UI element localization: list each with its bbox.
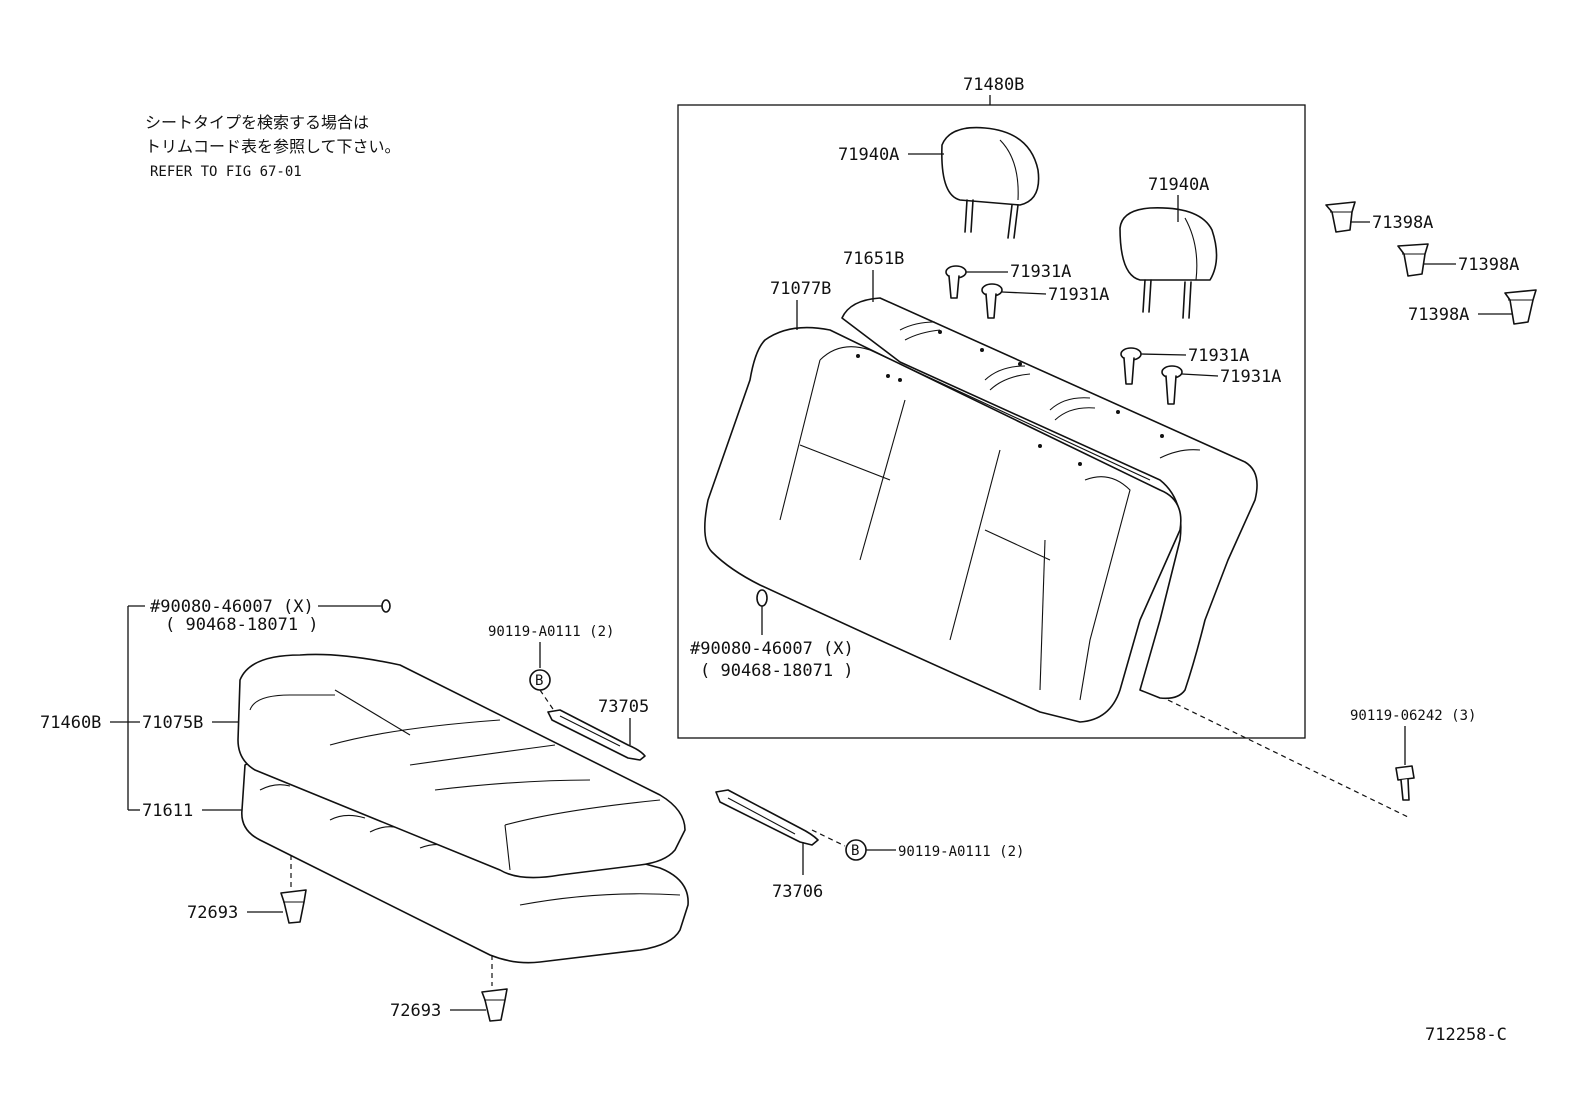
label-90119-A0111-bottom: 90119-A0111 (2): [898, 844, 1024, 860]
label-73706: 73706: [772, 882, 823, 902]
label-71611: 71611: [142, 801, 193, 821]
cushion-clip-callout: #90080-46007 (X) ( 90468-18071 ): [150, 597, 391, 635]
cushion-bracket: [110, 605, 145, 811]
clip-71398A-2: [1397, 243, 1429, 277]
label-71931A-2: 71931A: [1048, 285, 1109, 305]
label-71075B: 71075B: [142, 713, 203, 733]
headrest-right: [1119, 207, 1218, 319]
ref-b-bottom-letter: B: [851, 843, 859, 859]
clip-72693-2: [481, 988, 508, 1022]
label-71460B: 71460B: [40, 713, 101, 733]
label-back-clip-alt: ( 90468-18071 ): [700, 661, 854, 681]
seat-back-assembly: 71480B 71940A 71940A 7: [677, 75, 1306, 739]
note-line-2: トリムコード表を参照して下さい。: [145, 137, 401, 156]
label-cush-clip-alt: ( 90468-18071 ): [165, 615, 319, 635]
clip-71398A-3: [1504, 289, 1537, 325]
label-71931A-3: 71931A: [1188, 346, 1249, 366]
ref-b-top-letter: B: [535, 673, 543, 689]
latch-hook-73705: [547, 709, 646, 761]
clip-72693-1: [280, 889, 307, 924]
label-71931A-1: 71931A: [1010, 262, 1071, 282]
label-back-clip-main: #90080-46007 (X): [690, 639, 854, 659]
headrest-support-1: [945, 265, 967, 299]
note-line-1: シートタイプを検索する場合は: [145, 113, 369, 132]
label-73705: 73705: [598, 697, 649, 717]
seat-cushion-cover: [237, 653, 686, 879]
label-71940A-right: 71940A: [1148, 175, 1209, 195]
note-line-3: REFER TO FIG 67-01: [150, 164, 302, 180]
hog-ring-cushion: [381, 599, 391, 613]
headrest-support-4: [1161, 365, 1183, 405]
hog-ring-back: [756, 589, 768, 607]
headrest-support-2: [981, 283, 1003, 319]
headrest-support-3: [1120, 347, 1142, 385]
label-71931A-4: 71931A: [1220, 367, 1281, 387]
label-71398A-3: 71398A: [1408, 305, 1469, 325]
bolt-90119-06242: [1395, 765, 1415, 801]
label-71398A-1: 71398A: [1372, 213, 1433, 233]
drawing-number: 712258-C: [1425, 1025, 1507, 1045]
assembly-box: [677, 104, 1306, 739]
headrest-left: [941, 126, 1040, 239]
label-cush-clip-main: #90080-46007 (X): [150, 597, 314, 617]
seat-back-cover: [704, 326, 1182, 723]
label-72693-2: 72693: [390, 1001, 441, 1021]
label-71940A-left: 71940A: [838, 145, 899, 165]
label-71480B: 71480B: [963, 75, 1024, 95]
label-71651B: 71651B: [843, 249, 904, 269]
latch-hook-73706: [715, 789, 819, 846]
label-72693-1: 72693: [187, 903, 238, 923]
label-71398A-2: 71398A: [1458, 255, 1519, 275]
label-90119-06242: 90119-06242 (3): [1350, 708, 1476, 724]
clip-71398A-1: [1325, 201, 1356, 233]
label-71077B: 71077B: [770, 279, 831, 299]
label-90119-A0111-top: 90119-A0111 (2): [488, 624, 614, 640]
trim-code-note: シートタイプを検索する場合は トリムコード表を参照して下さい。 REFER TO…: [145, 113, 401, 180]
